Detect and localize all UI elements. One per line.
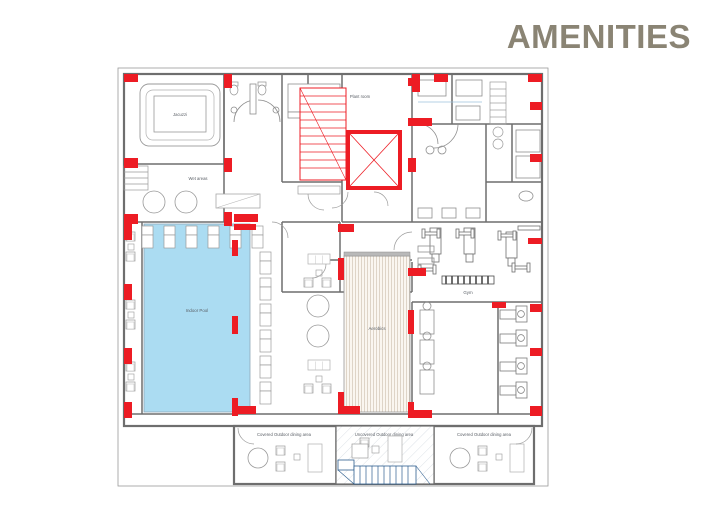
room-label-gym: Gym — [463, 290, 473, 295]
room-label-covered-dining-right: Covered Outdoor dining area — [457, 432, 512, 437]
room-label-jacuzzi: Jacuzzi — [173, 112, 187, 117]
upper-lounge-furniture — [142, 190, 261, 214]
structural-columns — [124, 74, 542, 418]
gym-equipment: Gym — [417, 207, 541, 399]
changing-rooms — [417, 79, 541, 202]
wet-areas — [229, 81, 281, 123]
stair-left — [123, 165, 149, 191]
floor-plan-drawing: Indoor Pool Aerobics Jacuzzi Wet areas — [112, 62, 557, 492]
poolside-furniture-left — [125, 231, 136, 392]
outdoor-stair — [337, 459, 431, 485]
covered-dining-right: Covered Outdoor dining area — [449, 427, 533, 473]
room-label-indoor-pool: Indoor Pool — [186, 308, 208, 313]
room-label-aerobics: Aerobics — [368, 326, 386, 331]
covered-dining-left: Covered Outdoor dining area — [237, 427, 323, 473]
page-title: AMENITIES — [506, 18, 691, 55]
room-label-uncovered-dining: Uncovered Outdoor dining area — [355, 432, 414, 437]
aerobics-room: Aerobics — [343, 251, 411, 413]
jacuzzi-area: Jacuzzi — [139, 83, 221, 147]
room-label-covered-dining-left: Covered Outdoor dining area — [257, 432, 312, 437]
main-staircase — [299, 87, 347, 181]
plan-outer-border — [117, 67, 549, 487]
room-label-wet-areas: Wet areas — [188, 176, 207, 181]
dumbbell-rack — [441, 275, 495, 285]
room-label-plant-room: Plant room — [350, 94, 371, 99]
centre-lounge-furniture — [259, 251, 332, 405]
lift-shaft — [346, 130, 402, 190]
uncovered-dining: Uncovered Outdoor dining area — [335, 425, 435, 485]
door-swings — [271, 191, 413, 279]
